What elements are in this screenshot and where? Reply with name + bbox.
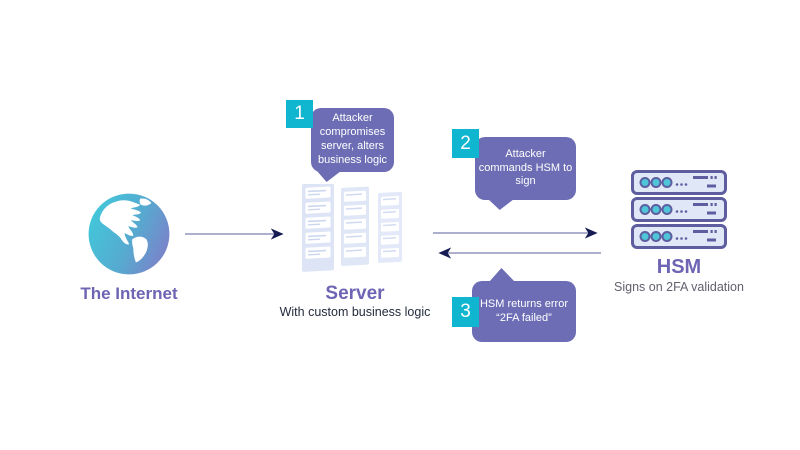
callout-2-line: Attacker: [505, 147, 546, 160]
globe-icon: [86, 191, 172, 277]
hsm-label: HSM: [656, 256, 702, 278]
callout-1-line: server, alters: [321, 140, 384, 152]
callout-1-line: Attacker: [332, 112, 373, 125]
callout-3-line: “2FA failed”: [496, 311, 552, 324]
server-label: Server: [325, 283, 385, 304]
callout-2-tail: [488, 199, 514, 210]
callout-3-bubble: HSM returns error “2FA failed”: [472, 268, 576, 342]
callout-2-number-badge: 2: [452, 129, 479, 158]
callout-3-line: HSM returns error: [479, 297, 569, 310]
callout-1-line: compromises: [319, 126, 386, 139]
callout-2-line: sign: [515, 175, 536, 188]
callout-3-tail: [489, 268, 515, 282]
internet-label: The Internet: [80, 284, 178, 303]
server-towers-icon: [300, 184, 412, 278]
callout-2-line: commands HSM to: [478, 161, 573, 174]
callout-1-line: business logic: [317, 153, 388, 166]
callout-1-tail: [317, 171, 341, 182]
callout-3-number-badge: 3: [452, 297, 479, 327]
callout-1-number-badge: 1: [286, 100, 313, 128]
hsm-rack-icon: [631, 170, 728, 249]
callout-2-bubble: Attacker commands HSM to sign: [475, 137, 576, 210]
hsm-subtitle: Signs on 2FA validation: [614, 280, 744, 294]
callout-1-bubble: Attacker compromises server, alters busi…: [311, 108, 394, 182]
server-subtitle: With custom business logic: [279, 305, 431, 319]
